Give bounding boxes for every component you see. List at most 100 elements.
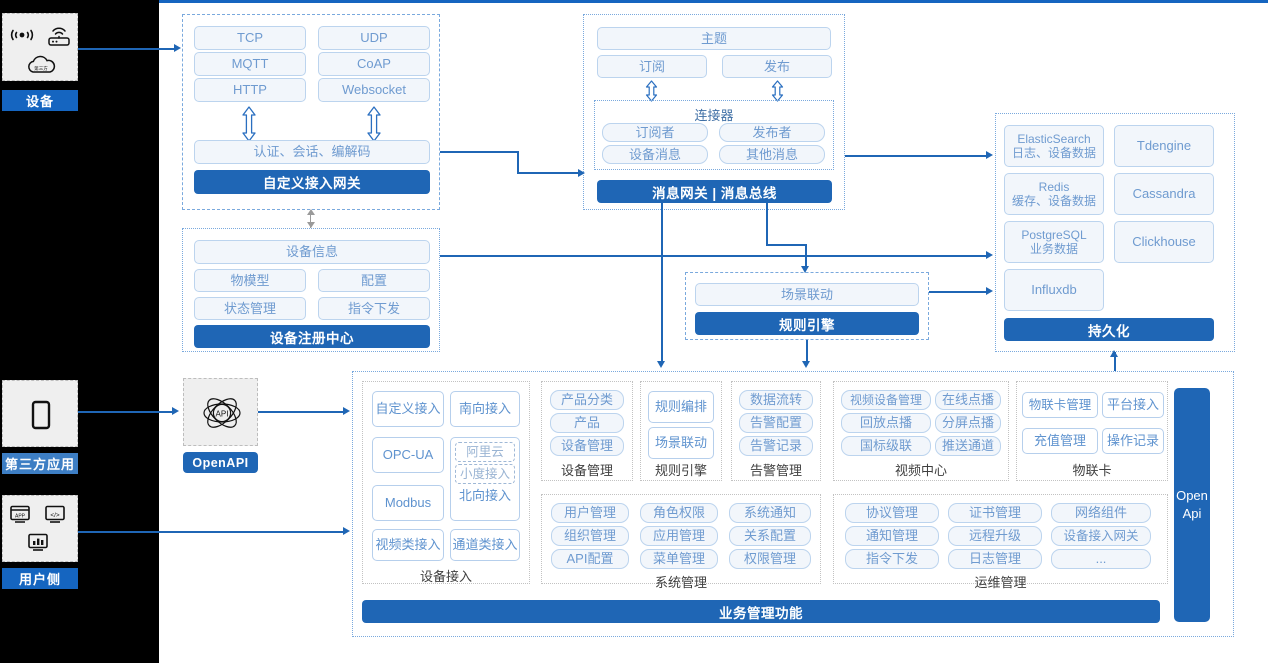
device-actor-icon-box: 第三方 (2, 13, 78, 81)
business-management-group (352, 371, 1234, 637)
ic-platform-access[interactable]: 平台接入 (1102, 392, 1164, 418)
sm-org-manage[interactable]: 组织管理 (551, 526, 629, 546)
dm-product[interactable]: 产品 (550, 413, 624, 433)
device-registry-bar[interactable]: 设备注册中心 (194, 325, 430, 348)
connector-userside-to-business (78, 531, 344, 533)
connector-subscriber[interactable]: 订阅者 (602, 123, 708, 142)
access-northbound-label: 北向接入 (458, 488, 511, 503)
ic-card-manage[interactable]: 物联卡管理 (1022, 392, 1098, 418)
ops-manage-title: 运维管理 (974, 575, 1027, 590)
vc-playback[interactable]: 回放点播 (841, 413, 931, 433)
access-channel[interactable]: 通道类接入 (450, 529, 520, 561)
openapi-label-bar[interactable]: OpenAPI (183, 452, 258, 473)
store-tdengine[interactable]: Tdengine (1114, 125, 1214, 167)
topic-box[interactable]: 主题 (597, 27, 831, 50)
vc-push-channel[interactable]: 推送通道 (935, 436, 1001, 456)
message-bus-group (583, 14, 845, 210)
connector-other-message[interactable]: 其他消息 (719, 145, 825, 164)
open-api-vertical-bar[interactable]: Open Api (1174, 388, 1210, 622)
auth-session-codec[interactable]: 认证、会话、编解码 (194, 140, 430, 164)
store-postgresql[interactable]: PostgreSQL 业务数据 (1004, 221, 1104, 263)
om-more[interactable]: ... (1051, 549, 1151, 569)
om-log-manage[interactable]: 日志管理 (948, 549, 1042, 569)
arrow-bus-to-persistence (986, 151, 993, 159)
access-opcua[interactable]: OPC-UA (372, 437, 444, 473)
subscribe-box[interactable]: 订阅 (597, 55, 707, 78)
am-data-flow[interactable]: 数据流转 (739, 390, 813, 410)
scene-linkage-box[interactable]: 场景联动 (695, 283, 919, 306)
sm-api-config[interactable]: API配置 (551, 549, 629, 569)
store-clickhouse[interactable]: Clickhouse (1114, 221, 1214, 263)
dm-device-manage[interactable]: 设备管理 (550, 436, 624, 456)
protocol-coap[interactable]: CoAP (318, 52, 430, 76)
protocol-websocket[interactable]: Websocket (318, 78, 430, 102)
custom-access-gateway-bar[interactable]: 自定义接入网关 (194, 170, 430, 194)
alarm-manage-title: 告警管理 (749, 463, 802, 478)
sm-permission-manage[interactable]: 权限管理 (729, 549, 811, 569)
connector-gateway-to-bus-h2 (517, 172, 579, 174)
device-manage-group (541, 381, 633, 481)
vc-online-play[interactable]: 在线点播 (935, 390, 1001, 410)
sm-user-manage[interactable]: 用户管理 (551, 503, 629, 523)
access-xiaodu[interactable]: 小度接入 (455, 464, 515, 484)
sm-system-notice[interactable]: 系统通知 (729, 503, 811, 523)
om-network-component[interactable]: 网络组件 (1051, 503, 1151, 523)
connector-gateway-registry (310, 211, 311, 228)
protocol-http[interactable]: HTTP (194, 78, 306, 102)
protocol-mqtt[interactable]: MQTT (194, 52, 306, 76)
publish-box[interactable]: 发布 (722, 55, 832, 78)
store-influxdb[interactable]: Influxdb (1004, 269, 1104, 311)
store-redis[interactable]: Redis 缓存、设备数据 (1004, 173, 1104, 215)
store-elasticsearch[interactable]: ElasticSearch 日志、设备数据 (1004, 125, 1104, 167)
om-remote-upgrade[interactable]: 远程升级 (948, 526, 1042, 546)
vc-video-device-manage[interactable]: 视频设备管理 (841, 390, 931, 410)
ic-operation-record[interactable]: 操作记录 (1102, 428, 1164, 454)
actor-label-user-side: 用户侧 (2, 568, 78, 589)
access-southbound[interactable]: 南向接入 (450, 391, 520, 427)
thing-model-box[interactable]: 物模型 (194, 269, 306, 292)
device-info-box[interactable]: 设备信息 (194, 240, 430, 264)
ic-recharge-manage[interactable]: 充值管理 (1022, 428, 1098, 454)
access-custom[interactable]: 自定义接入 (372, 391, 444, 427)
svg-text:API: API (216, 410, 229, 419)
sm-menu-manage[interactable]: 菜单管理 (640, 549, 718, 569)
re-scene-linkage[interactable]: 场景联动 (648, 427, 714, 459)
persistence-bar[interactable]: 持久化 (1004, 318, 1214, 341)
dm-product-category[interactable]: 产品分类 (550, 390, 624, 410)
config-box[interactable]: 配置 (318, 269, 430, 292)
connector-bus-to-business (661, 203, 663, 363)
arrow-thirdparty-to-openapi (172, 407, 179, 415)
sm-relation-config[interactable]: 关系配置 (729, 526, 811, 546)
top-accent-line (159, 0, 1268, 3)
command-dispatch-box[interactable]: 指令下发 (318, 297, 430, 320)
store-cassandra[interactable]: Cassandra (1114, 173, 1214, 215)
sm-app-manage[interactable]: 应用管理 (640, 526, 718, 546)
re-rule-orchestration[interactable]: 规则编排 (648, 391, 714, 423)
access-modbus[interactable]: Modbus (372, 485, 444, 521)
vc-split-screen[interactable]: 分屏点播 (935, 413, 1001, 433)
state-manage-box[interactable]: 状态管理 (194, 297, 306, 320)
open-api-line1: Open (1176, 488, 1208, 504)
protocol-tcp[interactable]: TCP (194, 26, 306, 50)
actor-label-third-party: 第三方应用 (2, 453, 78, 474)
connector-device-message[interactable]: 设备消息 (602, 145, 708, 164)
api-atom-icon: API (198, 389, 246, 437)
access-northbound[interactable]: 阿里云 小度接入 北向接入 (450, 437, 520, 521)
om-protocol-manage[interactable]: 协议管理 (845, 503, 939, 523)
om-notify-manage[interactable]: 通知管理 (845, 526, 939, 546)
om-command-dispatch[interactable]: 指令下发 (845, 549, 939, 569)
am-alarm-config[interactable]: 告警配置 (739, 413, 813, 433)
access-video[interactable]: 视频类接入 (372, 529, 444, 561)
business-function-bar[interactable]: 业务管理功能 (362, 600, 1160, 623)
rule-engine-bar[interactable]: 规则引擎 (695, 312, 919, 335)
sm-role-permission[interactable]: 角色权限 (640, 503, 718, 523)
om-cert-manage[interactable]: 证书管理 (948, 503, 1042, 523)
vc-gb-cascade[interactable]: 国标级联 (841, 436, 931, 456)
protocol-udp[interactable]: UDP (318, 26, 430, 50)
arrow-rule-to-persistence (986, 287, 993, 295)
am-alarm-record[interactable]: 告警记录 (739, 436, 813, 456)
message-gateway-bar[interactable]: 消息网关 | 消息总线 (597, 180, 832, 203)
access-aliyun[interactable]: 阿里云 (455, 442, 515, 462)
connector-publisher[interactable]: 发布者 (719, 123, 825, 142)
om-device-access-gateway[interactable]: 设备接入网关 (1051, 526, 1151, 546)
